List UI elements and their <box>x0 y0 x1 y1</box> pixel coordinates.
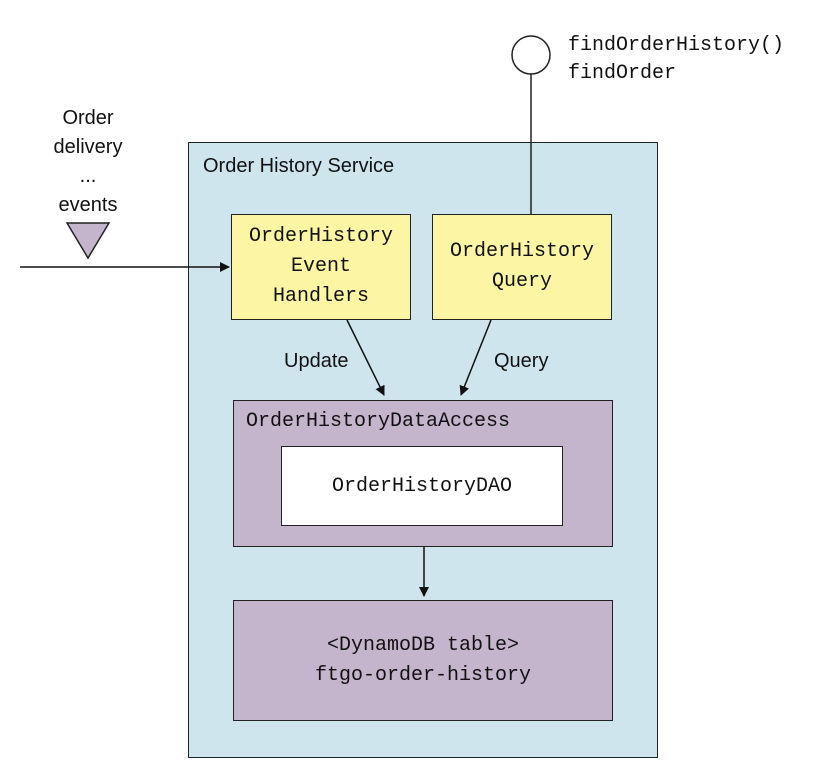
events-label-line2: delivery <box>53 136 123 158</box>
data-access-title: OrderHistoryDataAccess <box>246 410 511 433</box>
event-handlers-component: OrderHistory Event Handlers <box>231 214 411 320</box>
table-name: ftgo-order-history <box>314 663 532 687</box>
update-edge-label: Update <box>284 350 349 372</box>
query-arrow <box>459 319 492 396</box>
events-label-line3: ... <box>79 165 97 187</box>
dynamodb-table-component: <DynamoDB table> ftgo-order-history <box>233 600 613 721</box>
query-component-line1: OrderHistory <box>449 240 595 263</box>
service-title: Order History Service <box>203 155 395 177</box>
interface-label-find-order-history: findOrderHistory() <box>568 34 785 57</box>
update-arrow <box>346 319 385 396</box>
query-component: OrderHistory Query <box>432 214 612 320</box>
events-label-line4: events <box>58 194 118 216</box>
event-triangle-icon <box>65 222 111 260</box>
dao-component: OrderHistoryDAO <box>281 446 563 526</box>
event-handlers-line2: Event <box>290 255 351 278</box>
dao-label: OrderHistoryDAO <box>331 474 513 498</box>
interface-circle-icon <box>511 35 551 75</box>
event-handlers-line3: Handlers <box>272 285 369 308</box>
event-handlers-line1: OrderHistory <box>248 225 394 248</box>
table-stereotype: <DynamoDB table> <box>326 633 519 657</box>
query-edge-label: Query <box>494 350 549 372</box>
query-component-line2: Query <box>491 270 552 293</box>
events-label-line1: Order <box>62 107 114 129</box>
events-label: Order delivery ... events <box>48 104 128 220</box>
interface-label-find-order: findOrder <box>568 62 677 85</box>
